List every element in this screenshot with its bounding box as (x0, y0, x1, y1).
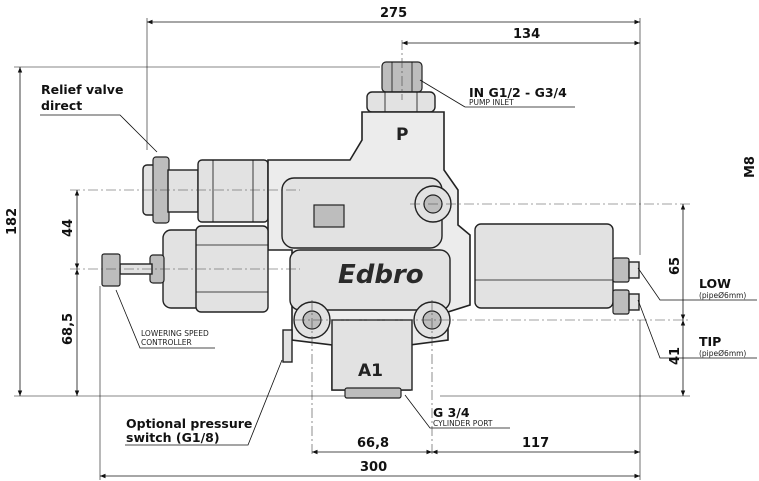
dim-total-width: 300 (360, 460, 387, 475)
pressure-switch-label-2: switch (G1/8) (126, 430, 220, 445)
inlet-sub-label: PUMP INLET (469, 98, 514, 107)
low-label: LOW (699, 276, 731, 291)
valve-assembly: Edbro P A1 (70, 40, 690, 455)
dim-port-spacing: 66,8 (357, 436, 389, 451)
tip-sub-label: (pipeØ6mm) (699, 349, 746, 358)
dim-lower-offset: 68,5 (61, 313, 76, 345)
dim-right-upper: 65 (668, 257, 683, 275)
inlet-label: IN G1/2 - G3/4 (469, 85, 567, 100)
pressure-switch-label-1: Optional pressure (126, 416, 252, 431)
dim-upper-offset: 44 (61, 219, 76, 237)
dim-total-height: 275 (380, 6, 407, 21)
lowering-label-2: CONTROLLER (141, 338, 192, 347)
relief-valve-label-2: direct (41, 98, 82, 113)
dim-right-lower: 41 (668, 347, 683, 365)
tip-label: TIP (699, 334, 721, 349)
port-a1-label: A1 (358, 361, 383, 381)
pressure-switch-port (282, 329, 293, 363)
callout-leaders (40, 79, 757, 446)
inlet-fitting (366, 61, 436, 113)
port-p-label: P (396, 125, 408, 145)
relief-valve-label-1: Relief valve (41, 82, 123, 97)
cylinder-sub-label: CYLINDER PORT (433, 419, 493, 428)
right-block (474, 223, 640, 315)
lowering-label-1: LOWERING SPEED (141, 329, 209, 338)
main-body (267, 111, 471, 399)
dim-right-base: 117 (522, 436, 549, 451)
dim-height-left: 182 (5, 208, 20, 235)
brand-logo: Edbro (338, 260, 424, 290)
dim-thread: M8 (743, 156, 758, 178)
center-lines (70, 40, 690, 455)
low-sub-label: (pipeØ6mm) (699, 291, 746, 300)
cylinder-label: G 3/4 (433, 405, 470, 420)
dim-inlet-offset: 134 (513, 27, 540, 42)
